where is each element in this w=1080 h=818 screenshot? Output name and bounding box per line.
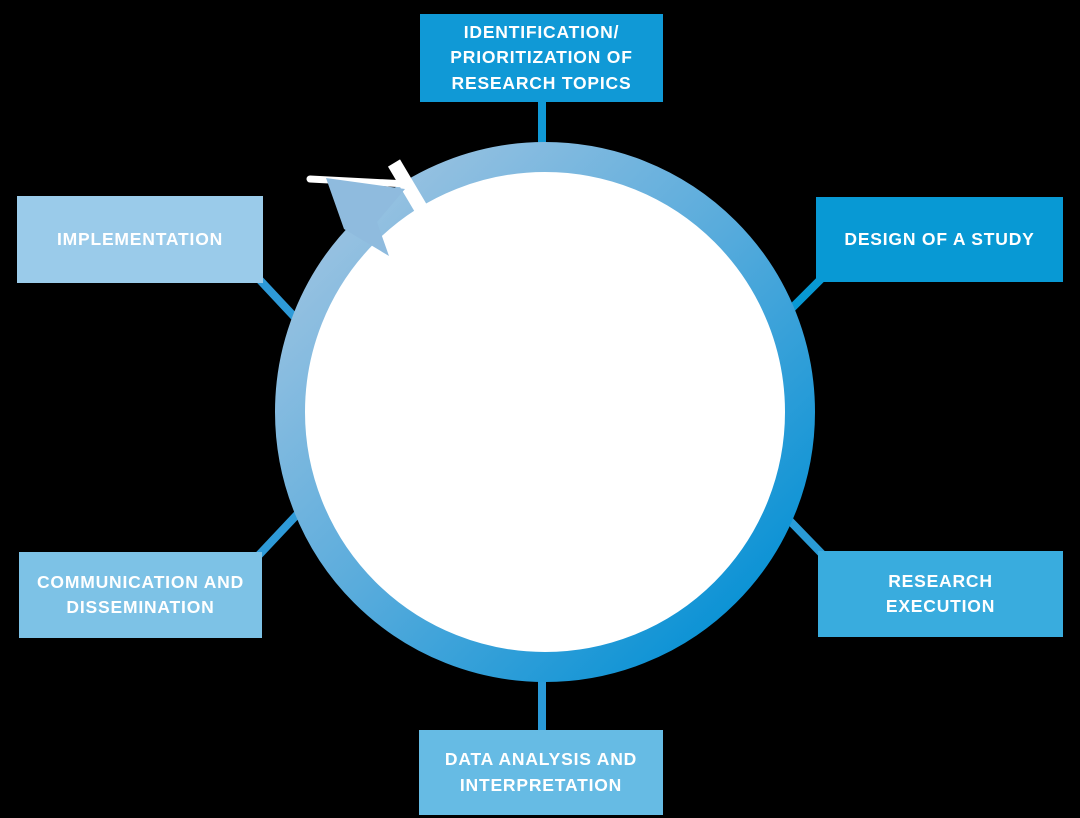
box-design-of-a-study: DESIGN OF A STUDY (816, 197, 1063, 282)
box-label: IMPLEMENTATION (56, 228, 224, 249)
box-label: DESIGN OF A STUDY (844, 228, 1035, 249)
ring-gap (387, 159, 433, 221)
cycle-arrow-icon (326, 178, 405, 256)
box-implementation: IMPLEMENTATION (17, 196, 263, 283)
cycle-ring (275, 142, 815, 682)
arrow-outline (306, 175, 411, 188)
